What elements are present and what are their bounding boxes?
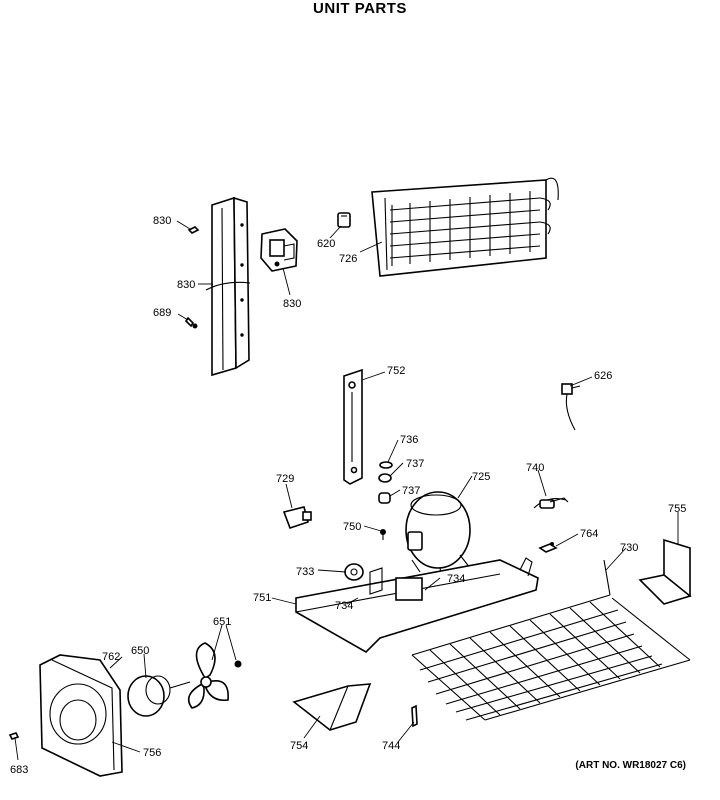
callout-729: 729 (276, 473, 294, 485)
screw-830-part (187, 226, 200, 234)
callout-620: 620 (317, 238, 335, 250)
evaporator-coil-part (371, 177, 559, 277)
bracket-752-part (343, 368, 363, 485)
base-pan-751-part (295, 557, 539, 653)
callout-689: 689 (153, 307, 171, 319)
callout-labels: 830 830 830 689 620 726 752 626 736 737 … (10, 215, 686, 776)
callout-752: 752 (387, 365, 405, 377)
leader-lines (14, 220, 679, 761)
compressor-725-part (405, 491, 471, 579)
diagram-title: UNIT PARTS (313, 0, 407, 17)
callout-755: 755 (668, 503, 686, 515)
fan-blade-651-part (187, 642, 242, 709)
callout-764: 764 (580, 528, 598, 540)
grommet-737b-part (378, 492, 391, 504)
drain-tray-754-part (292, 683, 372, 731)
power-cord-626-part (561, 383, 581, 431)
relay-729-part (282, 506, 312, 530)
callout-734-right: 734 (447, 573, 465, 585)
callout-762: 762 (102, 651, 120, 663)
callout-725: 725 (472, 471, 490, 483)
capacitor-733-part (344, 563, 364, 581)
callout-683: 683 (10, 764, 28, 776)
callout-754: 754 (290, 740, 308, 752)
screw-683-part (8, 732, 20, 740)
fan-motor-650-part (127, 675, 191, 717)
callout-626: 626 (594, 370, 612, 382)
clip-744-part (411, 704, 418, 728)
callout-651: 651 (213, 616, 231, 628)
callout-650: 650 (131, 645, 149, 657)
clip-620-part (337, 212, 351, 228)
callout-730: 730 (620, 542, 638, 554)
callout-733: 733 (296, 566, 314, 578)
overload-740-part (533, 497, 569, 509)
condenser-coil-730-part (411, 559, 691, 721)
callout-751: 751 (253, 592, 271, 604)
grommet-737a-part (378, 473, 392, 483)
callout-734-left: 734 (335, 600, 353, 612)
grommet-736-part (379, 461, 393, 469)
mullion-channel-part (205, 196, 251, 377)
callout-736: 736 (400, 434, 418, 446)
callout-750: 750 (343, 521, 361, 533)
callout-830-middle: 830 (177, 279, 195, 291)
callout-830-bracket: 830 (283, 298, 301, 310)
fan-shroud-part (39, 654, 123, 777)
callout-726: 726 (339, 253, 357, 265)
clip-764-part (538, 542, 558, 553)
relay-bracket-part (260, 228, 298, 272)
callout-744: 744 (382, 740, 400, 752)
art-number: (ART NO. WR18027 C6) (575, 760, 686, 771)
callout-830-top: 830 (153, 215, 171, 227)
callout-756: 756 (143, 747, 161, 759)
bracket-755-part (638, 538, 692, 605)
callout-737-lower: 737 (402, 485, 420, 497)
callout-737-upper: 737 (406, 458, 424, 470)
screw-750-part (380, 529, 386, 540)
callout-740: 740 (526, 462, 544, 474)
